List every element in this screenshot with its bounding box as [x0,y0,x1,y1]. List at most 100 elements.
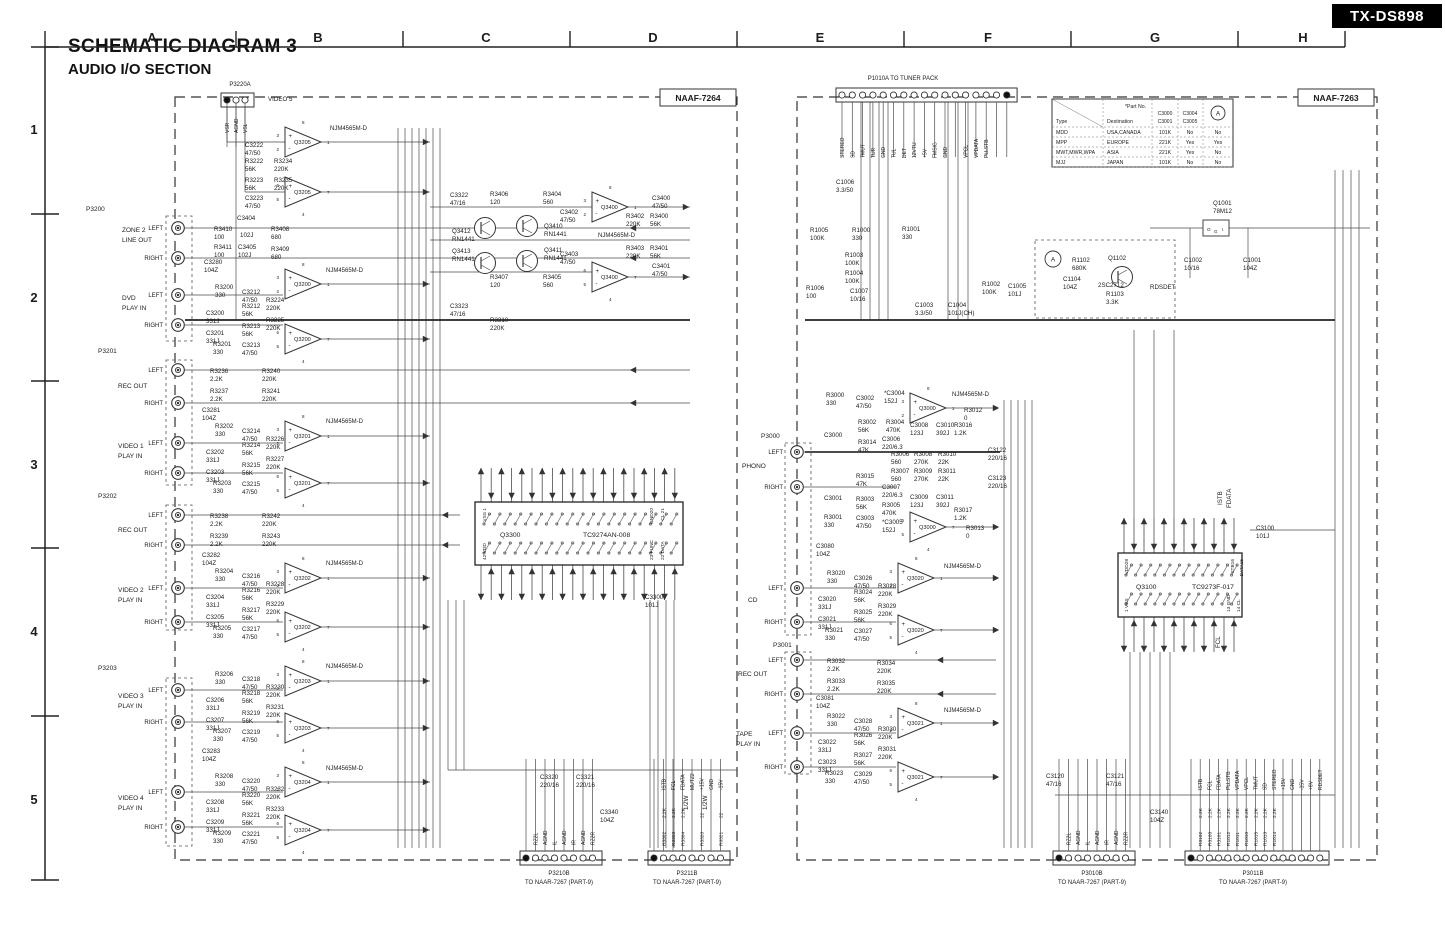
opamp-sign: + [289,428,293,434]
opamp-Q3203 [284,665,323,697]
component-label: 47/50 [242,634,258,641]
pin-number: 6 [889,768,892,773]
connector-pin [931,91,939,99]
component-label: 104Z [1243,265,1257,272]
component-label: 56K [856,504,868,511]
component-label: C3282 [202,552,221,559]
switch-contact [482,551,486,555]
rca-jack-inner [174,788,182,796]
component-label: R3204 [215,568,234,575]
switch-glyph [535,542,542,554]
component-label: R3216 [242,587,261,594]
wire [1117,269,1128,276]
opamp-Q3021 [897,707,936,739]
pin-number: 3 [276,672,279,677]
signal-label: AGND [543,830,549,845]
arrowhead [422,623,430,631]
group-label: PLAY IN [118,805,143,812]
switch-glyph [525,513,532,525]
pin-number: 8 [927,386,930,391]
component-label: Q1001 [1213,200,1232,207]
jack-side-label: RIGHT [764,620,783,626]
component-label: 47K [858,447,870,454]
switch-contact [1230,573,1234,577]
arrowhead [630,567,638,575]
dashed-enclosure [784,651,812,775]
connector-pin [838,91,846,99]
table-header: C3005 [1183,119,1198,125]
opamp-sign: + [914,400,918,406]
opamp-sign: + [914,519,918,525]
switch-glyph [629,513,636,525]
ic-part: TC9274AN-008 [583,532,630,539]
component-label: 47/50 [242,350,258,357]
component-label: 330 [825,778,836,785]
component-label: 220K [626,253,641,260]
signal-label: TMUT [861,144,867,158]
opamp-Q3202 [284,611,323,643]
signal-label: AGND [1076,830,1082,845]
component-label: 22 [700,812,706,818]
switch-contact [1153,602,1157,606]
switch-contact [1191,602,1195,606]
component-label: 220K [266,712,281,719]
rca-jack-dot [795,765,799,769]
component-label: RN1441 [452,236,475,243]
table-cell: EUROPE [1107,140,1129,146]
switch-contact [519,512,523,516]
component-label: 331J [818,624,831,631]
arrowhead [422,335,430,343]
arrowhead [600,467,607,475]
component-label: R3025 [854,609,873,616]
component-label: R3406 [490,191,509,198]
pin-number: 6 [583,268,586,273]
rca-jack-inner [793,483,801,491]
component-label: R3209 [213,830,232,837]
signal-label: AGND [1095,830,1101,845]
signal-label: VPDATA [1235,770,1241,790]
arrowhead [610,567,617,575]
component-label: C3120 [1046,773,1065,780]
switch-contact [550,512,554,516]
jack-side-label: LEFT [768,586,783,592]
arrowhead [1180,645,1188,653]
component-label: 3.3/50 [836,187,854,194]
connector-pin [1224,854,1232,862]
connector-pin [579,854,587,862]
pin-number: 5 [276,835,279,840]
component-label: 47/16 [450,311,466,318]
switch-glyph [1154,593,1161,605]
component-label: 100K [845,260,860,267]
component-label: R3229 [266,601,285,608]
connector-pin [1187,854,1195,862]
component-label: 220/16 [988,455,1007,462]
rca-jack-dot [176,226,180,230]
signal-label: FCL [1207,780,1213,790]
ruler-col-label: B [313,30,322,45]
switch-glyph [1212,593,1219,605]
pin-number: 7 [327,726,330,731]
component-label: 220K [877,688,892,695]
opamp-Q3205 [284,176,323,208]
opamp-Q3203 [284,712,323,744]
pin-number: 7 [327,625,330,630]
connector-pin [889,91,898,99]
component-label: 220K [266,325,281,332]
component-label: 2.2K [671,807,677,818]
component-label: C3404 [237,215,256,222]
switch-contact [513,522,517,526]
component-label: R3234 [274,158,293,165]
component-label: R3201 [213,341,232,348]
rca-jack-dot [176,256,180,260]
switch-glyph [556,542,563,554]
group-label: PLAY IN [118,453,143,460]
connector-pin [1055,854,1063,862]
component-label: 100 [214,234,225,241]
pin-number: 5 [276,344,279,349]
switch-contact [581,512,585,516]
opamp-Q3200 [284,323,323,355]
arrowhead [936,656,944,664]
signal-label: SD [850,151,856,158]
rca-jack-inner [174,254,182,262]
connector-pin [707,854,715,862]
